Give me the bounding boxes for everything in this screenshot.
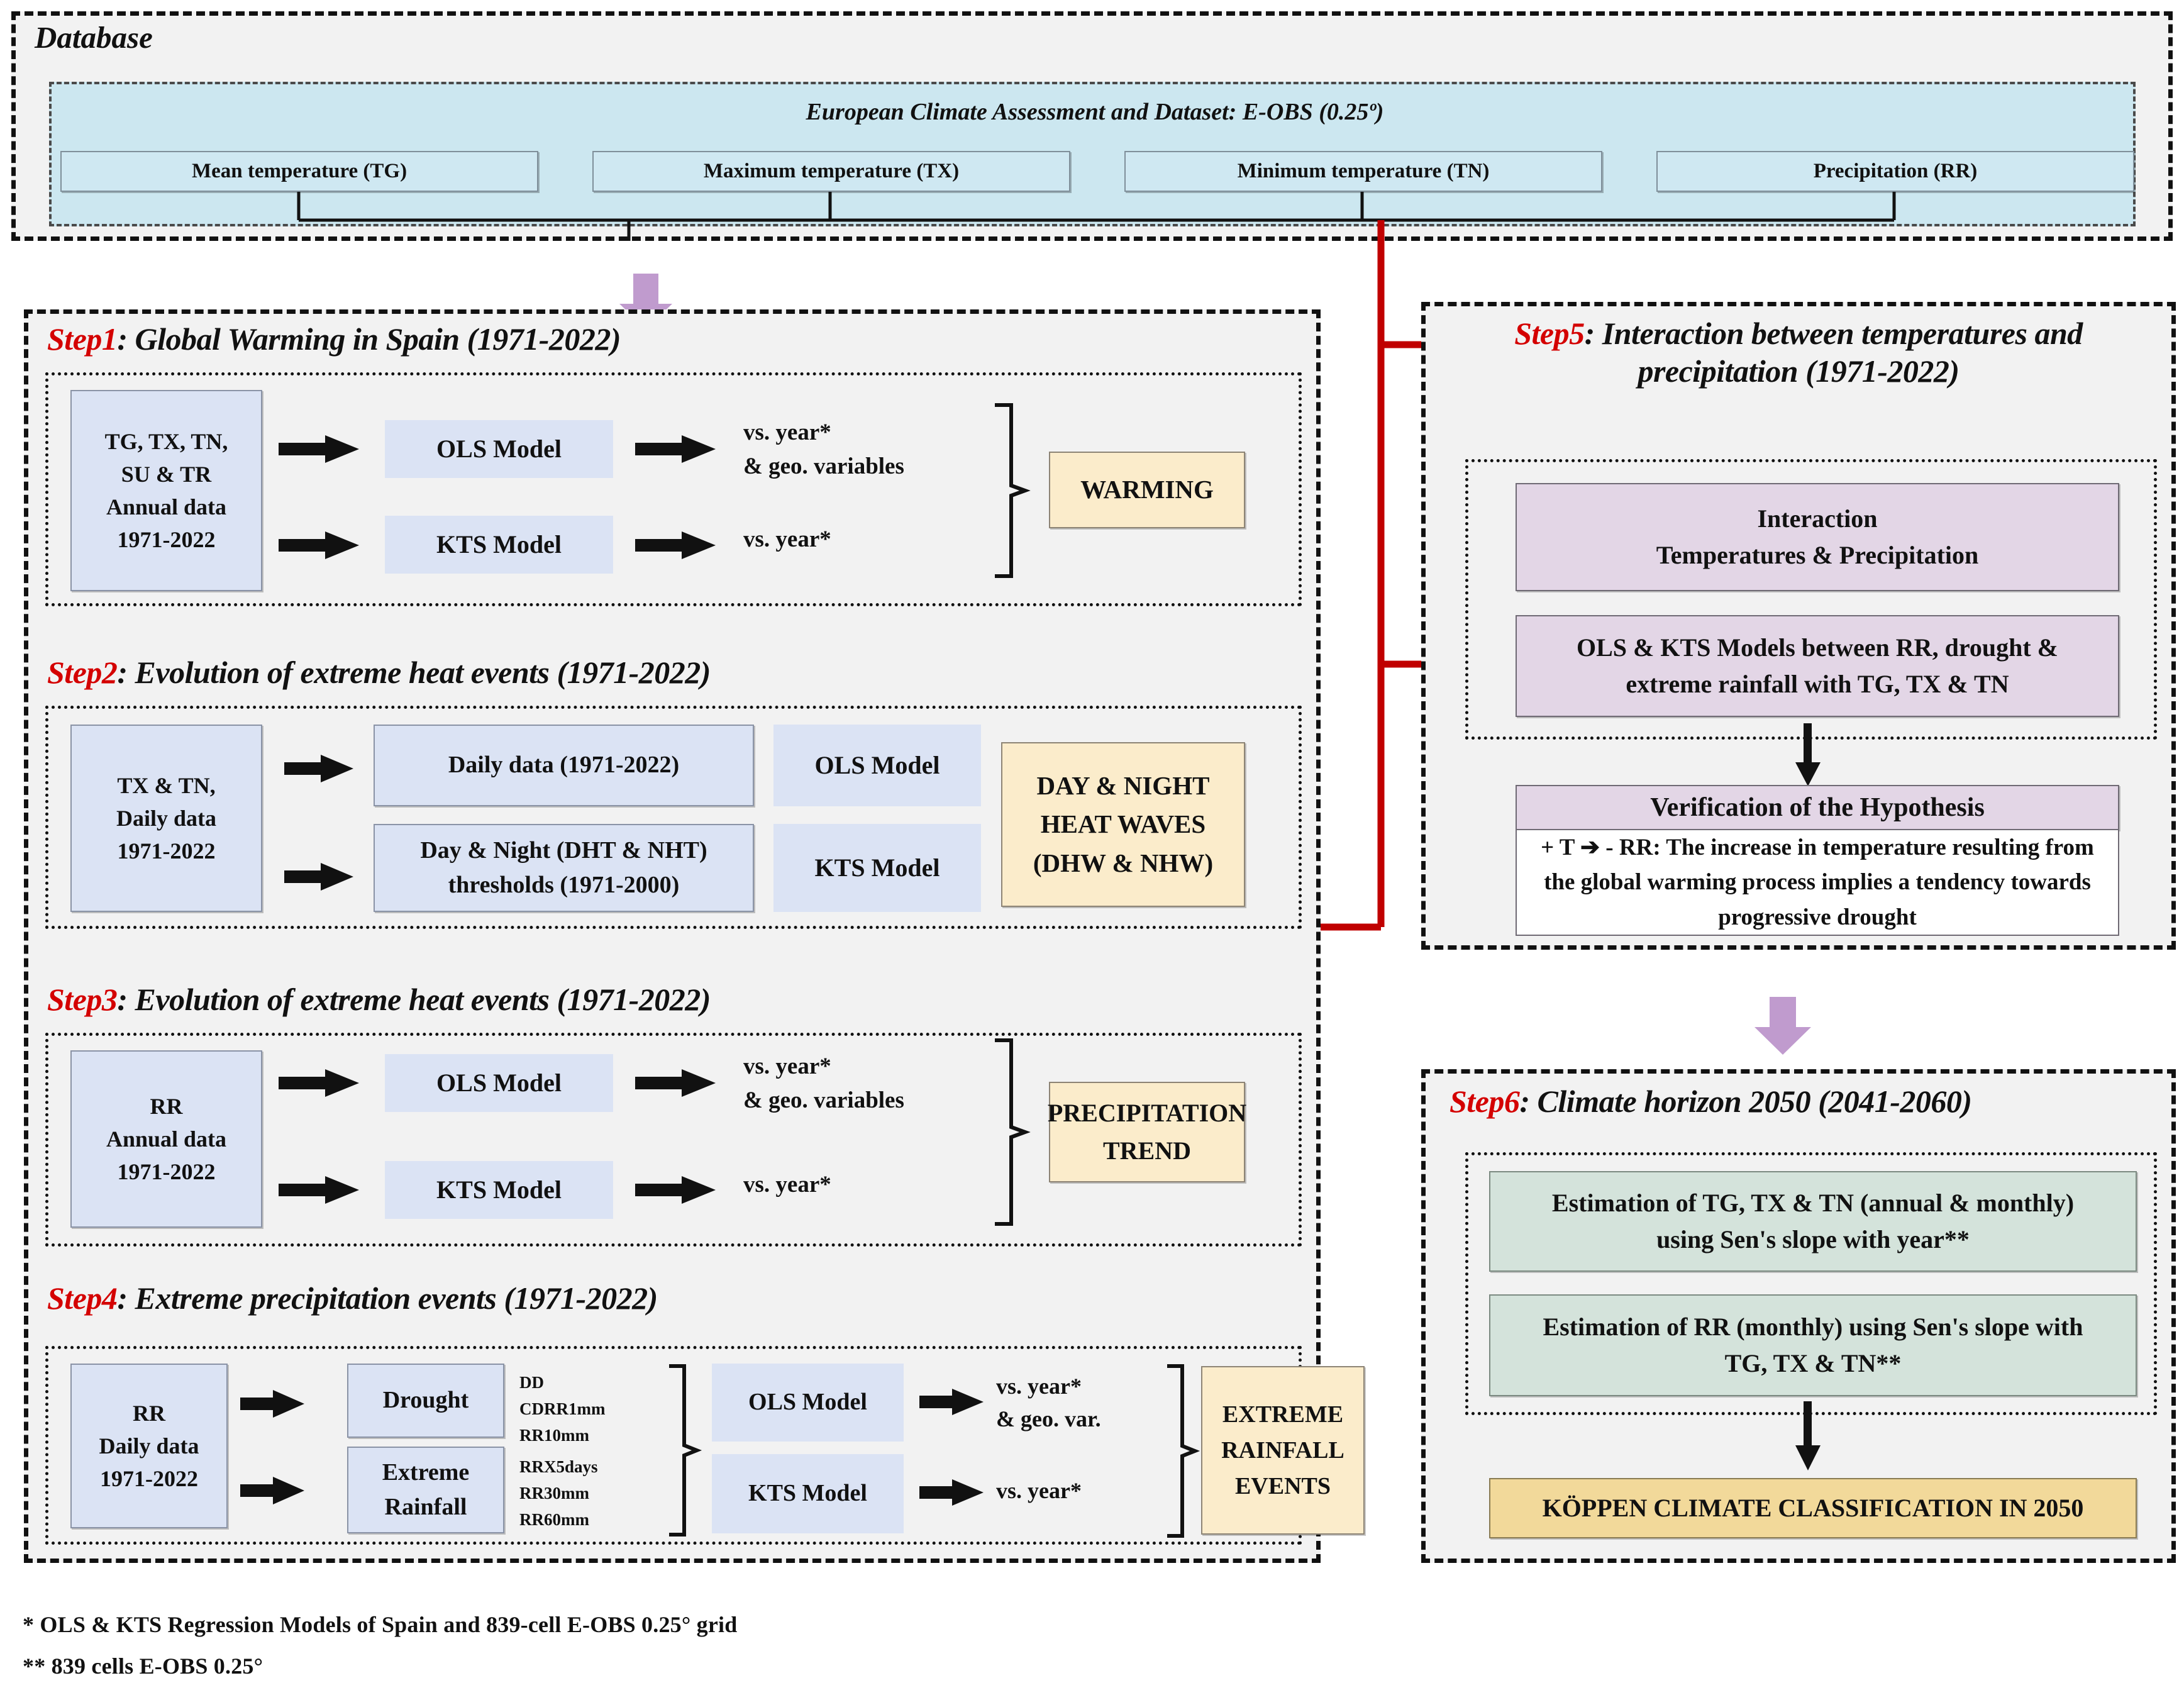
step2-ols-model[interactable]: OLS Model bbox=[773, 725, 981, 806]
footnote-single-asterisk: * OLS & KTS Regression Models of Spain a… bbox=[23, 1612, 738, 1637]
step4-indices-rainfall: RRX5days RR30mm RR60mm bbox=[519, 1457, 598, 1529]
step4-ols-output: vs. year* & geo. var. bbox=[996, 1373, 1101, 1431]
step1-arrow-to-kts bbox=[279, 531, 359, 559]
step2-number: Step2 bbox=[47, 655, 118, 690]
step1-input-box[interactable]: TG, TX, TN, SU & TR Annual data 1971-202… bbox=[70, 390, 262, 591]
step4-arrow-to-drought bbox=[240, 1390, 304, 1418]
step4-kts-output: vs. year* bbox=[996, 1477, 1082, 1503]
step5-arrow-down bbox=[1795, 723, 1821, 786]
step6-estimate-precipitation-box[interactable]: Estimation of RR (monthly) using Sen's s… bbox=[1489, 1294, 2137, 1396]
step4-number: Step4 bbox=[47, 1281, 118, 1316]
step6-estimate-temperature-box[interactable]: Estimation of TG, TX & TN (annual & mont… bbox=[1489, 1171, 2137, 1272]
step2-title: Step2: Evolution of extreme heat events … bbox=[47, 654, 711, 691]
footnote-double-asterisk: ** 839 cells E-OBS 0.25° bbox=[23, 1653, 263, 1679]
step3-ols-output: vs. year* & geo. variables bbox=[743, 1053, 904, 1113]
step5-number: Step5 bbox=[1514, 316, 1585, 351]
step3-arrow-to-kts bbox=[279, 1176, 359, 1204]
step4-arrow-ols-out bbox=[919, 1389, 984, 1415]
step6-title-text: : Climate horizon 2050 (2041-2060) bbox=[1519, 1084, 1972, 1119]
db-variable-rr[interactable]: Precipitation (RR) bbox=[1656, 151, 2134, 192]
step3-arrow-kts-out bbox=[635, 1176, 716, 1204]
step4-title: Step4: Extreme precipitation events (197… bbox=[47, 1280, 658, 1316]
database-title: Database bbox=[35, 20, 153, 55]
step3-input-box[interactable]: RR Annual data 1971-2022 bbox=[70, 1050, 262, 1228]
step5-models-box[interactable]: OLS & KTS Models between RR, drought & e… bbox=[1516, 615, 2119, 717]
step3-kts-model[interactable]: KTS Model bbox=[385, 1161, 613, 1219]
step4-result-extreme-rainfall-events[interactable]: EXTREME RAINFALL EVENTS bbox=[1201, 1366, 1365, 1535]
step3-arrow-to-ols bbox=[279, 1069, 359, 1097]
step5-title: Step5: Interaction between temperatures … bbox=[1446, 314, 2151, 390]
step4-input-box[interactable]: RR Daily data 1971-2022 bbox=[70, 1364, 228, 1528]
step4-kts-model[interactable]: KTS Model bbox=[712, 1454, 904, 1533]
purple-arrow-to-step6 bbox=[1754, 997, 1811, 1055]
step1-ols-model[interactable]: OLS Model bbox=[385, 420, 613, 478]
step1-kts-model[interactable]: KTS Model bbox=[385, 516, 613, 574]
step1-brace bbox=[995, 403, 1031, 578]
step1-arrow-to-ols bbox=[279, 435, 359, 463]
step1-arrow-kts-out bbox=[635, 531, 716, 559]
step1-title-text: : Global Warming in Spain (1971-2022) bbox=[117, 321, 621, 357]
db-variable-tg[interactable]: Mean temperature (TG) bbox=[60, 151, 538, 192]
step4-brace-indices bbox=[669, 1364, 702, 1537]
step3-arrow-ols-out bbox=[635, 1069, 716, 1097]
step2-arrow-to-thresholds bbox=[284, 863, 353, 891]
step3-result-precipitation-trend[interactable]: PRECIPITATION TREND bbox=[1048, 1082, 1246, 1182]
step3-number: Step3 bbox=[47, 982, 118, 1017]
database-band-title: European Climate Assessment and Dataset:… bbox=[806, 99, 1384, 125]
step1-result-warming[interactable]: WARMING bbox=[1049, 452, 1245, 528]
step5-interaction-box[interactable]: Interaction Temperatures & Precipitation bbox=[1516, 483, 2119, 591]
step1-title: Step1: Global Warming in Spain (1971-202… bbox=[47, 321, 621, 357]
step2-kts-model[interactable]: KTS Model bbox=[773, 824, 981, 912]
step1-arrow-ols-out bbox=[635, 435, 716, 463]
step5-title-text: : Interaction between temperatures and p… bbox=[1584, 316, 2083, 389]
step3-ols-model[interactable]: OLS Model bbox=[385, 1054, 613, 1112]
step3-brace bbox=[995, 1038, 1031, 1226]
db-variable-tx[interactable]: Maximum temperature (TX) bbox=[592, 151, 1070, 192]
step3-title-text: : Evolution of extreme heat events (1971… bbox=[117, 982, 711, 1017]
step4-title-text: : Extreme precipitation events (1971-202… bbox=[117, 1281, 658, 1316]
step4-branch-drought[interactable]: Drought bbox=[347, 1364, 504, 1438]
db-variable-tn[interactable]: Minimum temperature (TN) bbox=[1124, 151, 1602, 192]
step5-hypothesis-header: Verification of the Hypothesis bbox=[1516, 785, 2119, 830]
step2-result-heat-waves[interactable]: DAY & NIGHT HEAT WAVES (DHW & NHW) bbox=[1001, 742, 1245, 907]
step5-hypothesis-body: + T ➔ - RR: The increase in temperature … bbox=[1516, 830, 2119, 936]
step4-body bbox=[45, 1346, 1302, 1545]
step6-arrow-down bbox=[1795, 1401, 1821, 1470]
step2-input-box[interactable]: TX & TN, Daily data 1971-2022 bbox=[70, 725, 262, 912]
step1-ols-output: vs. year* & geo. variables bbox=[743, 420, 904, 479]
step4-indices-drought: DD CDRR1mm RR10mm bbox=[519, 1373, 606, 1445]
step3-kts-output: vs. year* bbox=[743, 1172, 831, 1198]
step2-branch-daily-data[interactable]: Daily data (1971-2022) bbox=[374, 725, 754, 806]
step4-arrow-kts-out bbox=[919, 1479, 984, 1506]
step6-title: Step6: Climate horizon 2050 (2041-2060) bbox=[1450, 1083, 1972, 1120]
step1-kts-output: vs. year* bbox=[743, 526, 831, 553]
step4-arrow-to-rainfall bbox=[240, 1477, 304, 1504]
step6-number: Step6 bbox=[1450, 1084, 1520, 1119]
step2-arrow-to-daily bbox=[284, 755, 353, 782]
step2-branch-thresholds[interactable]: Day & Night (DHT & NHT) thresholds (1971… bbox=[374, 824, 754, 912]
step4-brace-results bbox=[1167, 1364, 1200, 1538]
step6-result-koppen-classification[interactable]: KÖPPEN CLIMATE CLASSIFICATION IN 2050 bbox=[1489, 1478, 2137, 1538]
step1-number: Step1 bbox=[47, 321, 118, 357]
step3-title: Step3: Evolution of extreme heat events … bbox=[47, 981, 711, 1018]
step4-branch-extreme-rainfall[interactable]: Extreme Rainfall bbox=[347, 1447, 504, 1533]
step4-ols-model[interactable]: OLS Model bbox=[712, 1364, 904, 1442]
step2-title-text: : Evolution of extreme heat events (1971… bbox=[117, 655, 711, 690]
